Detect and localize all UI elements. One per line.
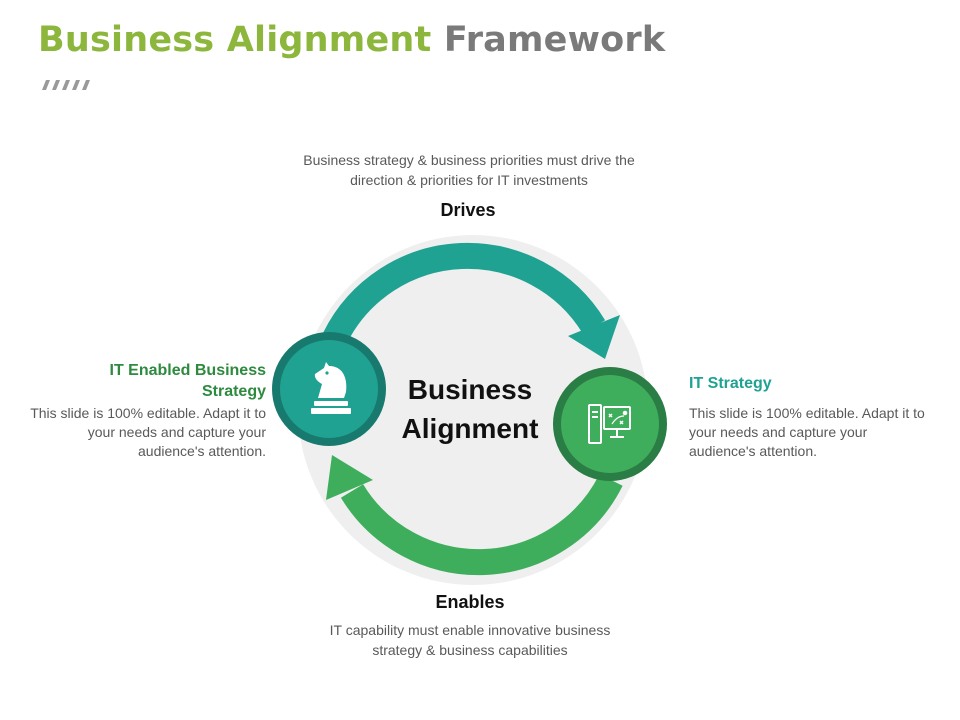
drives-label: Drives	[440, 200, 496, 220]
title-part-2: Framework	[443, 20, 666, 60]
right-description: This slide is 100% editable. Adapt it to…	[689, 405, 925, 459]
left-title: IT Enabled Business Strategy	[109, 362, 266, 400]
computer-strategy-icon	[588, 404, 631, 444]
drives-arrowhead	[568, 315, 620, 359]
enables-description: IT capability must enable innovative bus…	[329, 622, 611, 658]
right-node	[561, 375, 659, 473]
page-title: Business Alignment Framework	[38, 20, 665, 60]
center-disc	[298, 235, 648, 585]
enables-label: Enables	[435, 592, 505, 612]
enables-arrow	[340, 474, 623, 576]
center-label: Business Alignment	[380, 370, 560, 448]
drives-description: Business strategy & business priorities …	[303, 152, 635, 188]
title-decoration-icon	[42, 80, 90, 90]
center-label-line-2: Alignment	[401, 413, 539, 444]
title-part-1: Business Alignment	[38, 20, 432, 60]
enables-arrowhead	[326, 455, 373, 500]
left-description: This slide is 100% editable. Adapt it to…	[30, 405, 266, 459]
right-title: IT Strategy	[689, 375, 772, 392]
drives-arrow	[323, 242, 606, 344]
center-label-line-1: Business	[407, 374, 533, 405]
chess-knight-icon	[311, 362, 351, 414]
